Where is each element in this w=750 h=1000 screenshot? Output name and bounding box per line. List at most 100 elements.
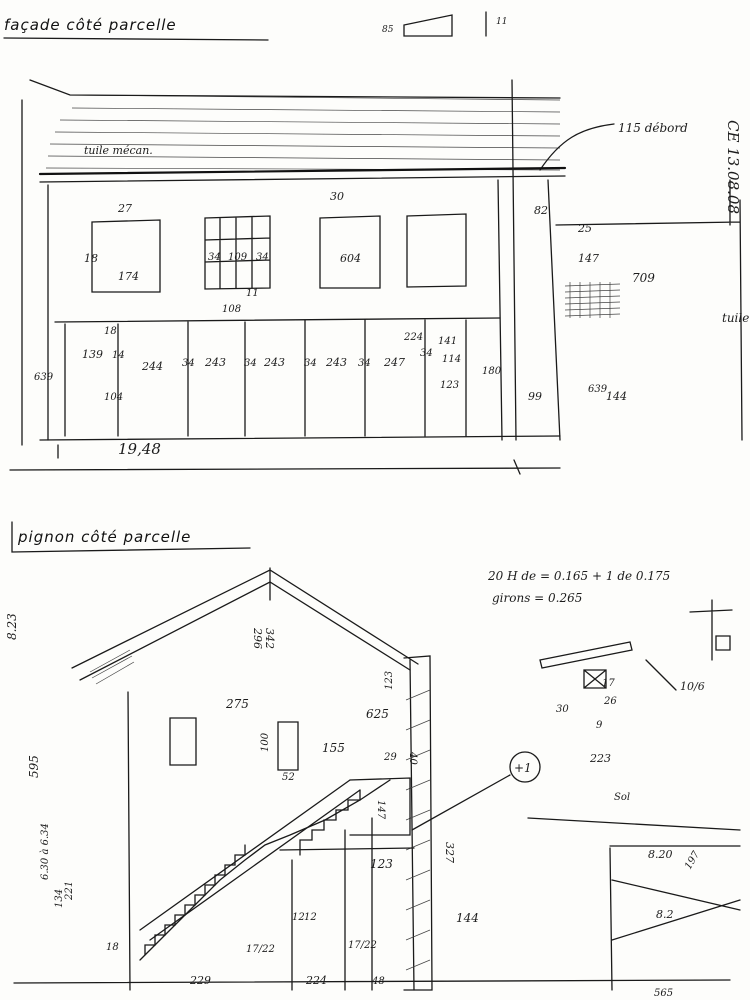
dimension-label: 109 xyxy=(228,252,248,263)
dimension-label: 100 xyxy=(260,732,271,752)
sketch-date: CE 13.08.08 xyxy=(724,120,742,214)
downpipe xyxy=(511,79,517,441)
dimension-label: 8.23 xyxy=(5,613,19,640)
dimension-label: 625 xyxy=(366,707,389,721)
dimension-label: 18 xyxy=(106,942,119,953)
dimension-label: 229 xyxy=(189,974,211,987)
gable-window-1 xyxy=(169,717,197,766)
ground-line xyxy=(39,435,561,441)
dimension-label: 197 xyxy=(683,849,702,872)
dimension-label: 709 xyxy=(632,271,655,285)
stair-treads-upper xyxy=(299,789,361,856)
dimension-label: 30 xyxy=(330,190,344,203)
total-width: 19,48 xyxy=(118,440,161,458)
dimension-label: 34 xyxy=(358,358,371,369)
bottom-view-title: pignon côté parcelle xyxy=(17,528,191,546)
level-bubble xyxy=(509,751,541,783)
stair-treads-lower xyxy=(144,844,246,956)
dimension-label: 104 xyxy=(104,392,123,403)
dimension-label: 17/22 xyxy=(246,944,275,955)
window-3 xyxy=(319,215,381,289)
detail-joist-section xyxy=(583,669,607,689)
detail-labels: 10/6 30 17 26 9 223 Sol xyxy=(556,678,705,803)
ground-lintel xyxy=(54,317,501,323)
roof-end-hatch xyxy=(89,649,135,685)
dimension-label: 40 xyxy=(407,751,418,765)
dimension-label: 296 xyxy=(251,627,264,649)
annex-tile-hatch xyxy=(564,282,621,318)
level-leader xyxy=(411,774,511,831)
gutter-line-lower xyxy=(39,175,566,183)
detail-leader xyxy=(645,659,677,691)
wall-step xyxy=(497,179,503,441)
gutter-note: 115 débord xyxy=(618,121,688,135)
right-wall xyxy=(547,179,561,441)
dimension-label: 342 xyxy=(263,628,276,649)
dimension-label: 26 xyxy=(603,696,617,707)
dimension-label: 108 xyxy=(222,304,241,315)
gutter-line xyxy=(38,166,567,176)
dimension-label: 8.2 xyxy=(656,908,674,921)
dimension-label: 604 xyxy=(340,252,361,265)
gable-left-wall xyxy=(127,691,131,991)
dimension-label: 29 xyxy=(383,752,397,763)
roof-note: tuile mécan. xyxy=(84,144,153,157)
dimension-label: 327 xyxy=(443,842,456,863)
dimension-label: 99 xyxy=(528,390,542,403)
dimension-label: 12 xyxy=(292,912,305,923)
stair-rail xyxy=(139,779,361,941)
window-1 xyxy=(91,219,161,293)
window-2 xyxy=(204,215,271,290)
dimension-label: 139 xyxy=(82,348,103,361)
title-underline xyxy=(3,37,269,41)
dimension-label: 27 xyxy=(117,202,132,215)
dimension-label: 247 xyxy=(383,356,405,369)
dimension-label: 18 xyxy=(84,252,98,265)
dimension-label: 34 xyxy=(182,358,195,369)
landing-slab xyxy=(279,847,415,851)
dimension-label: 25 xyxy=(577,222,592,235)
party-wall-hatch xyxy=(405,689,431,971)
dimension-label: 224 xyxy=(305,974,327,987)
dimension-label: 17 xyxy=(602,678,615,689)
dimension-label: 595 xyxy=(27,755,41,778)
dimension-label: 174 xyxy=(118,270,139,283)
dim-ticks xyxy=(57,444,521,475)
top-view: façade côté parcelle CE 13.08.08 85 11 t… xyxy=(3,11,750,475)
dimension-label: 123 xyxy=(370,857,393,871)
dimension-label: 34 xyxy=(256,252,269,263)
detail-corner xyxy=(689,599,733,661)
dimension-label: 147 xyxy=(578,252,599,265)
bottom-title-frame xyxy=(11,521,251,553)
dimension-label: Sol xyxy=(614,792,630,803)
ground-line-bottom xyxy=(13,979,731,984)
dimension-label: 30 xyxy=(556,704,569,715)
right-section-lines xyxy=(527,817,741,991)
dimension-label: 34 xyxy=(420,348,433,359)
dimension-label: 6.30 à 6.34 xyxy=(40,823,51,880)
dimension-label: 275 xyxy=(225,697,249,711)
ground-piers xyxy=(64,319,467,437)
dimension-label: 34 xyxy=(304,358,317,369)
bottom-view: pignon côté parcelle 20 H de = 0.165 + 1… xyxy=(5,521,741,999)
dimension-label: 82 xyxy=(534,204,548,217)
dimension-label: 12 xyxy=(304,912,317,923)
gable-right-wall xyxy=(409,659,415,991)
detail-left-dim: 85 xyxy=(382,25,394,35)
dimension-label: 17/22 xyxy=(348,940,377,951)
dimension-label: 34 xyxy=(208,252,221,263)
bottom-dims: 8.23 296 342 275 625 100 52 155 29 123 4… xyxy=(5,613,702,999)
gable-roof-inner xyxy=(79,581,411,681)
stair-posts xyxy=(291,777,411,991)
dimension-label: 243 xyxy=(325,356,347,369)
dimension-label: 144 xyxy=(606,390,627,403)
dimension-label: 10/6 xyxy=(680,680,705,693)
party-wall xyxy=(403,655,433,991)
dimension-label: 141 xyxy=(438,336,457,347)
dimension-label: 155 xyxy=(322,741,345,755)
dimension-label: 244 xyxy=(141,360,163,373)
dimension-label: 221 xyxy=(64,881,75,901)
dimension-label: 223 xyxy=(589,752,611,765)
dimension-label: 14 xyxy=(112,350,125,361)
